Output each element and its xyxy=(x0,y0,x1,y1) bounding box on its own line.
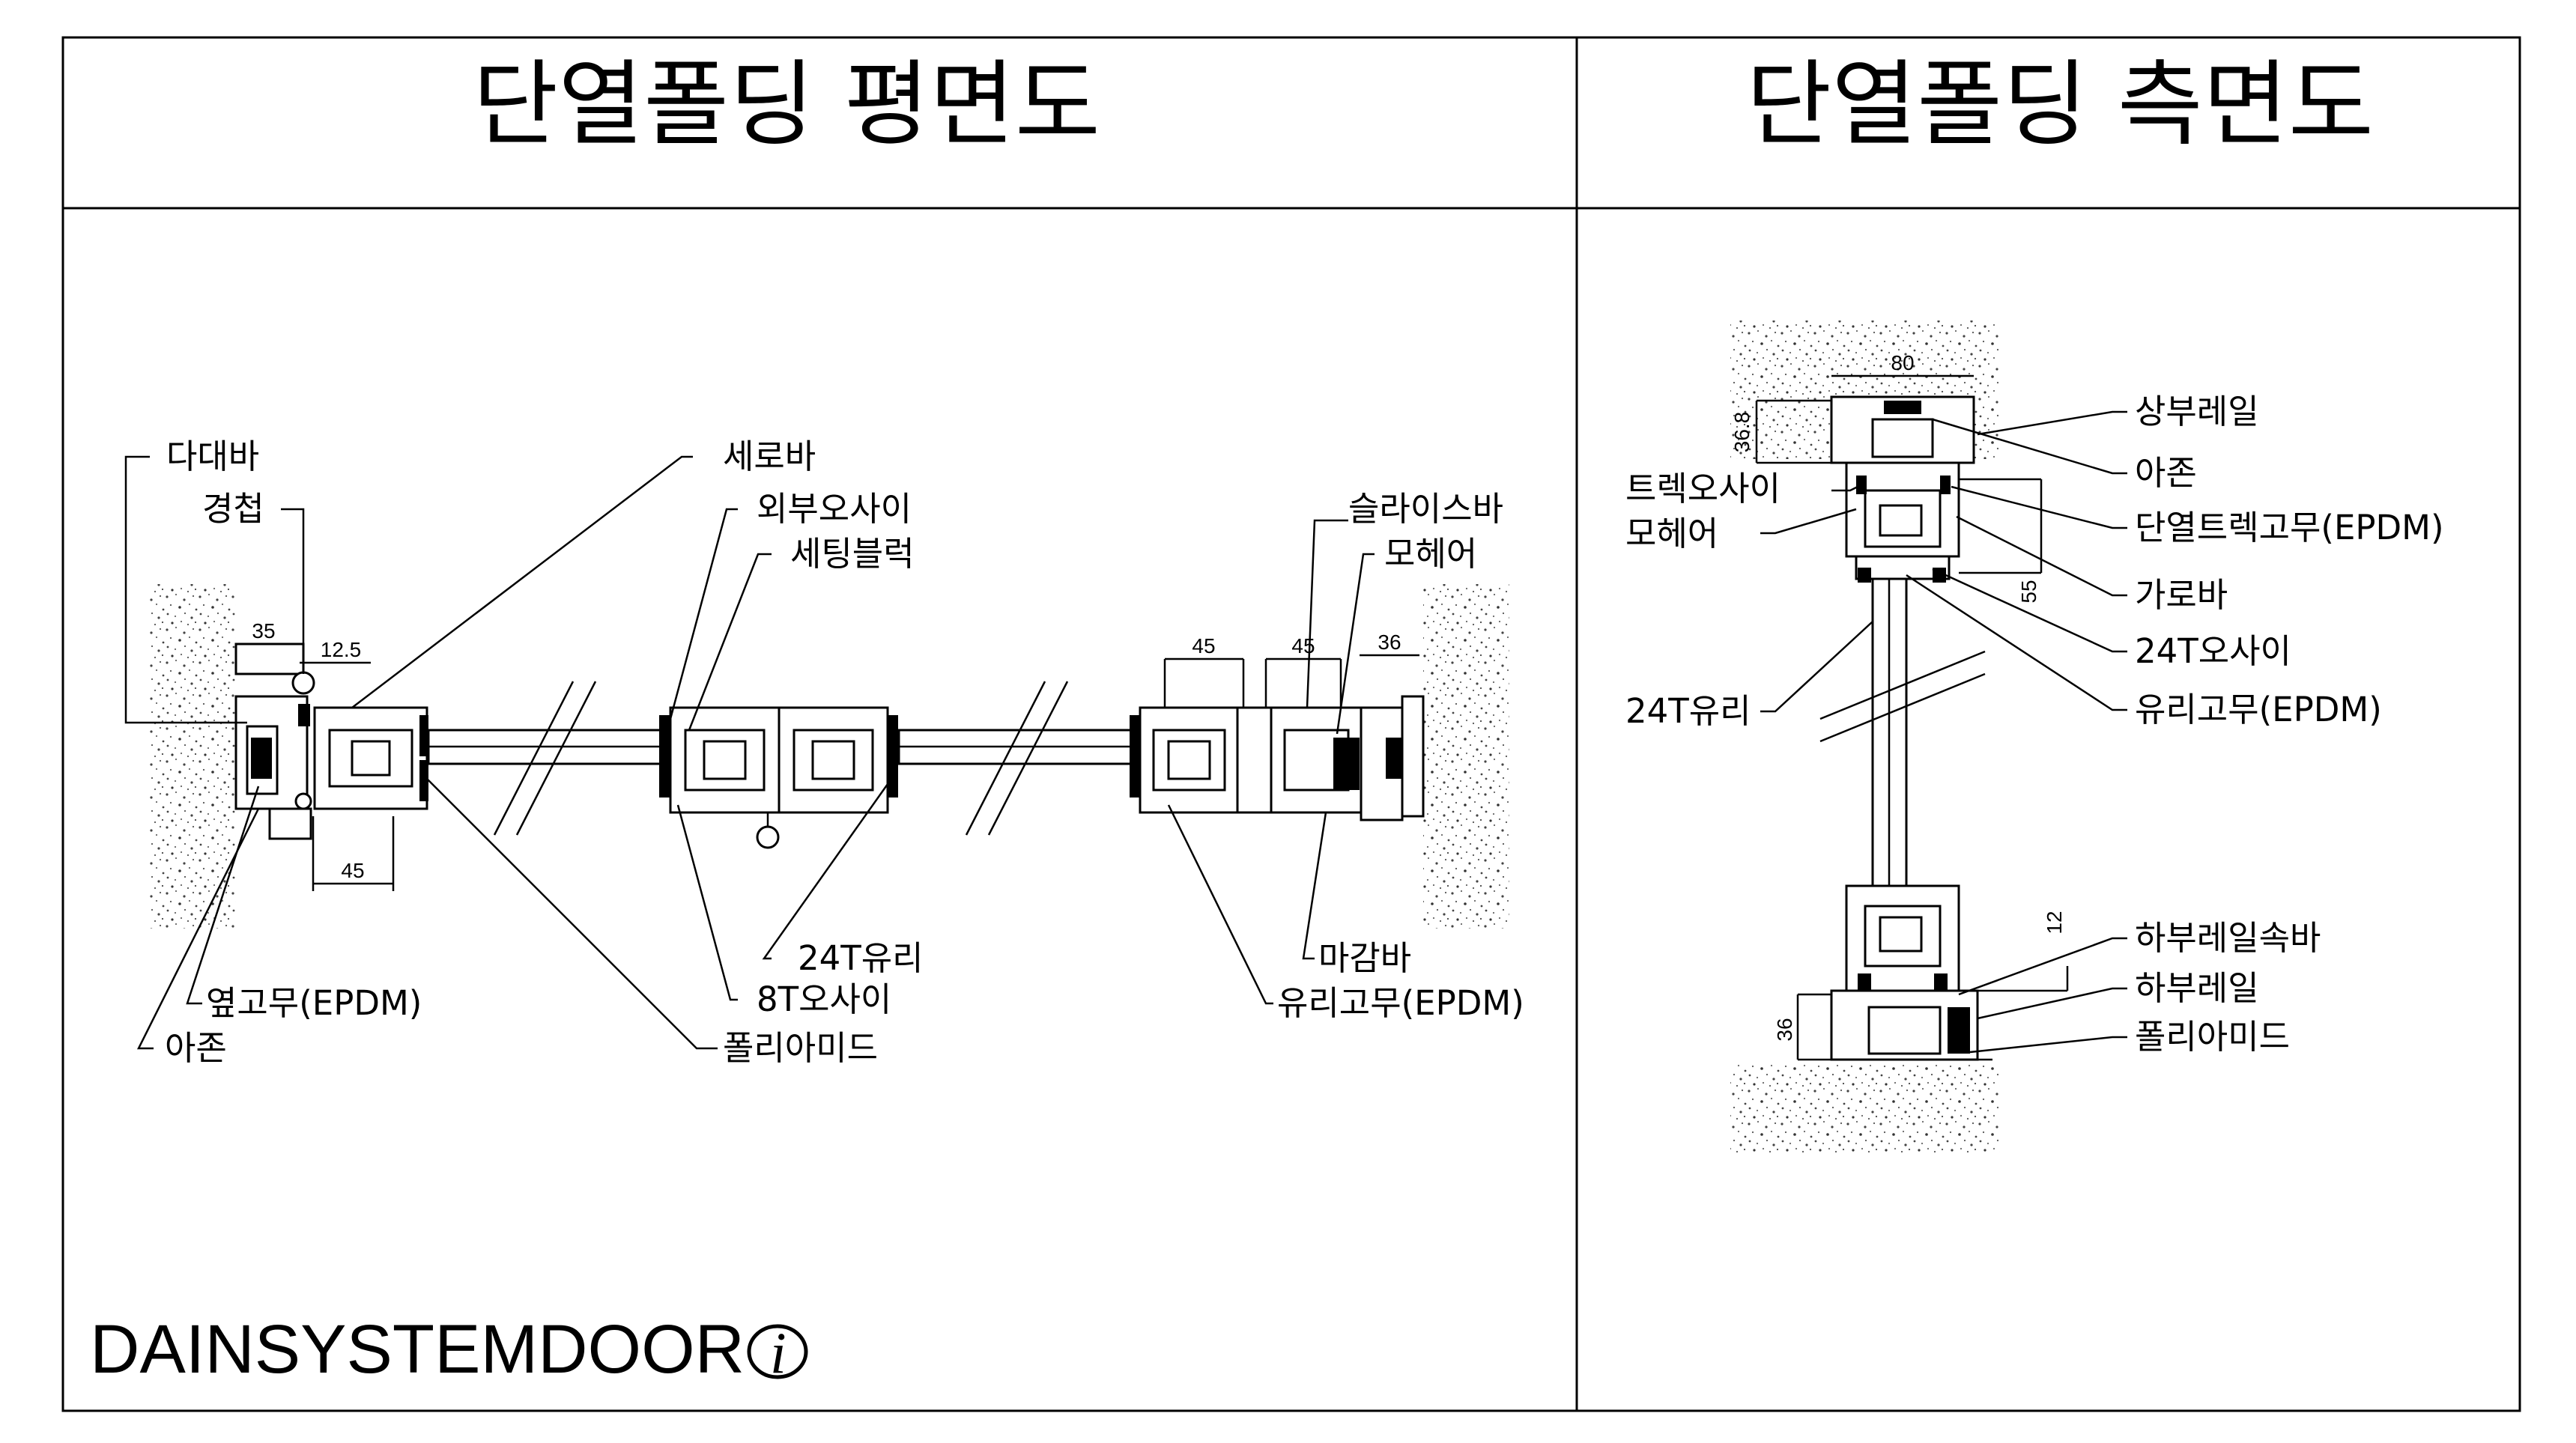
side-view: 80 36.8 55 12 36 xyxy=(1625,321,2444,1153)
left-wall-concrete xyxy=(150,584,236,929)
label-osai-8t: 8T오사이 xyxy=(757,979,891,1019)
label-ajon-side: 아존 xyxy=(2135,453,2197,493)
label-dadaeba: 다대바 xyxy=(166,437,259,476)
right-wall-concrete xyxy=(1423,584,1509,929)
label-garoba: 가로바 xyxy=(2135,575,2228,615)
side-glass xyxy=(1871,577,1908,887)
plan-dimensions: 35 12.5 45 45 45 36 xyxy=(236,619,1419,891)
right-panel-profiles xyxy=(1130,695,1425,821)
sheet-border xyxy=(61,36,2521,1412)
label-magamba: 마감바 xyxy=(1318,938,1411,978)
label-oebu-osai: 외부오사이 xyxy=(757,489,912,529)
glass-pane-1 xyxy=(427,729,677,765)
label-seting-blok: 세팅블럭 xyxy=(790,534,915,574)
label-gyeongcheop: 경첩 xyxy=(202,489,264,529)
left-panel-profile xyxy=(313,706,428,810)
dim-80: 80 xyxy=(1891,351,1914,374)
label-glass-24t: 24T유리 xyxy=(798,938,924,978)
label-seroba: 세로바 xyxy=(723,437,816,476)
break-mark-1 xyxy=(493,681,597,836)
dim-36: 36 xyxy=(1378,631,1401,654)
dim-55: 55 xyxy=(2017,580,2040,603)
label-mohe-o-side: 모헤어 xyxy=(1625,514,1718,553)
dim-36: 36 xyxy=(1773,1018,1796,1041)
side-dimensions: 80 36.8 55 12 36 xyxy=(1730,351,2069,1060)
label-side-rubber: 옆고무(EPDM) xyxy=(206,983,422,1023)
label-slaiseuba: 슬라이스바 xyxy=(1348,489,1503,529)
top-rail-profile xyxy=(1830,395,1975,464)
bottom-garoba-profile xyxy=(1845,884,1960,992)
bottom-rail-profile xyxy=(1798,989,1992,1061)
plan-leaders xyxy=(124,455,1375,1050)
label-mohe-o: 모헤어 xyxy=(1384,534,1477,574)
label-top-rail: 상부레일 xyxy=(2135,392,2259,431)
glass-pane-2 xyxy=(897,729,1140,765)
side-title: 단열폴딩 측면도 xyxy=(1746,51,2374,159)
dim-45-a: 45 xyxy=(1192,634,1215,657)
dim-12-5: 12.5 xyxy=(321,638,362,661)
dim-36-8: 36.8 xyxy=(1730,412,1754,453)
left-frame-profile xyxy=(234,642,312,840)
company-logo: DAINSYSTEMDOOR i xyxy=(90,1311,808,1388)
label-track-osai: 트렉오사이 xyxy=(1625,469,1781,508)
side-break-mark xyxy=(1819,650,1986,743)
dim-35: 35 xyxy=(252,619,275,642)
label-glass-24t-side: 24T유리 xyxy=(1625,691,1751,731)
dim-45-bottom: 45 xyxy=(341,859,364,882)
plan-view: 35 12.5 45 45 45 36 xyxy=(124,437,1524,1068)
label-thermal-track-rubber: 단열트렉고무(EPDM) xyxy=(2135,508,2444,547)
side-leaders xyxy=(1760,410,2127,1054)
logo-mark-icon: i xyxy=(747,1320,808,1385)
dim-45-b: 45 xyxy=(1291,634,1315,657)
label-bottom-rail: 하부레일 xyxy=(2135,968,2259,1008)
label-polyamide-plan: 폴리아미드 xyxy=(723,1028,878,1068)
break-mark-2 xyxy=(965,681,1069,836)
top-garoba-profile xyxy=(1845,461,1960,583)
logo-text: DAINSYSTEMDOOR xyxy=(90,1311,745,1388)
label-glass-rubber-side: 유리고무(EPDM) xyxy=(2135,690,2382,729)
label-bottom-rail-inner: 하부레일속바 xyxy=(2135,918,2321,958)
dim-12: 12 xyxy=(2043,911,2066,934)
label-ajon-plan: 아존 xyxy=(165,1028,227,1068)
logo-mark-letter: i xyxy=(770,1320,787,1385)
floor-concrete xyxy=(1730,1063,2000,1153)
plan-title: 단열폴딩 평면도 xyxy=(473,51,1100,159)
label-polyamide-side: 폴리아미드 xyxy=(2135,1017,2290,1057)
middle-mullion-profile xyxy=(659,706,898,849)
label-osai-24t: 24T오사이 xyxy=(2135,631,2291,671)
label-glass-rubber-plan: 유리고무(EPDM) xyxy=(1277,983,1524,1023)
